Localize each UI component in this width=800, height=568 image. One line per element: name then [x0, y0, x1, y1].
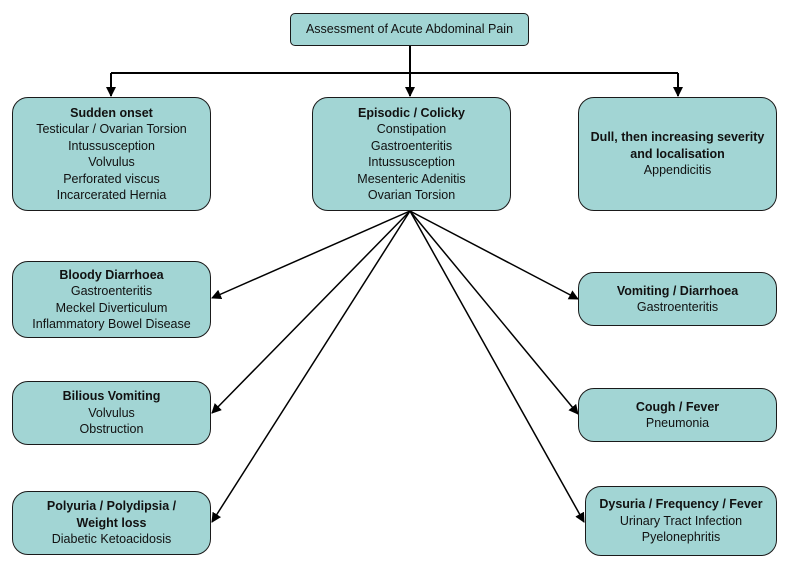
arrow-to-bloody-diarrhoea — [211, 210, 411, 299]
polyuria-polydipsia-node: Polyuria / Polydipsia / Weight loss Diab… — [12, 491, 211, 555]
dysuria-frequency-node: Dysuria / Frequency / Fever Urinary Trac… — [585, 486, 777, 556]
node-item: Volvulus — [88, 405, 135, 420]
node-item: Volvulus — [88, 155, 135, 169]
node-title: Polyuria / Polydipsia / — [46, 499, 177, 514]
node-item: Gastroenteritis — [370, 138, 453, 153]
arrow-to-vomiting-diarrhoea — [409, 210, 579, 300]
node-title: Sudden onset — [70, 105, 153, 120]
node-item: Gastroenteritis — [636, 300, 719, 314]
bilious-vomiting-node: Bilious Vomiting Volvulus Obstruction — [12, 381, 211, 445]
node-item: Mesenteric Adenitis — [357, 171, 466, 186]
node-item: Testicular / Ovarian Torsion — [36, 122, 187, 136]
node-item: Ovarian Torsion — [367, 188, 456, 202]
dull-increasing-node: Dull, then increasing severity and local… — [578, 97, 777, 211]
node-title: Dysuria / Frequency / Fever — [599, 497, 763, 512]
arrow-to-bilious-vomiting — [211, 210, 411, 414]
node-item: Inflammatory Bowel Disease — [32, 317, 191, 331]
node-title: and localisation — [630, 146, 725, 161]
node-title: Dull, then increasing severity — [590, 130, 765, 145]
node-item: Incarcerated Hernia — [56, 188, 167, 202]
node-item: Pyelonephritis — [641, 530, 721, 545]
node-item: Meckel Diverticulum — [55, 300, 168, 315]
arrow-to-dysuria — [409, 210, 585, 523]
vomiting-diarrhoea-node: Vomiting / Diarrhoea Gastroenteritis — [578, 272, 777, 326]
episodic-colicky-node: Episodic / Colicky Constipation Gastroen… — [312, 97, 511, 211]
node-title: Vomiting / Diarrhoea — [616, 283, 739, 298]
sudden-onset-node: Sudden onset Testicular / Ovarian Torsio… — [12, 97, 211, 211]
node-item: Gastroenteritis — [70, 284, 153, 298]
node-item: Appendicitis — [643, 163, 712, 178]
arrow-to-cough-fever — [409, 210, 579, 415]
node-item: Intussusception — [368, 155, 455, 169]
bloody-diarrhoea-node: Bloody Diarrhoea Gastroenteritis Meckel … — [12, 261, 211, 338]
cough-fever-node: Cough / Fever Pneumonia — [578, 388, 777, 442]
node-item: Intussusception — [68, 138, 155, 153]
node-title: Episodic / Colicky — [358, 105, 465, 120]
root-node: Assessment of Acute Abdominal Pain — [290, 13, 529, 46]
node-item: Perforated viscus — [63, 171, 160, 186]
arrow-to-polyuria — [211, 210, 411, 523]
node-item: Urinary Tract Infection — [619, 513, 743, 528]
node-title: Bloody Diarrhoea — [59, 267, 164, 282]
node-title: Cough / Fever — [635, 399, 720, 414]
node-item: Pneumonia — [645, 416, 710, 430]
node-title: Weight loss — [76, 515, 147, 530]
node-item: Diabetic Ketoacidosis — [51, 532, 172, 547]
node-title: Bilious Vomiting — [62, 389, 161, 404]
node-item: Obstruction — [79, 422, 144, 437]
root-title: Assessment of Acute Abdominal Pain — [305, 22, 514, 37]
node-item: Constipation — [376, 122, 447, 136]
